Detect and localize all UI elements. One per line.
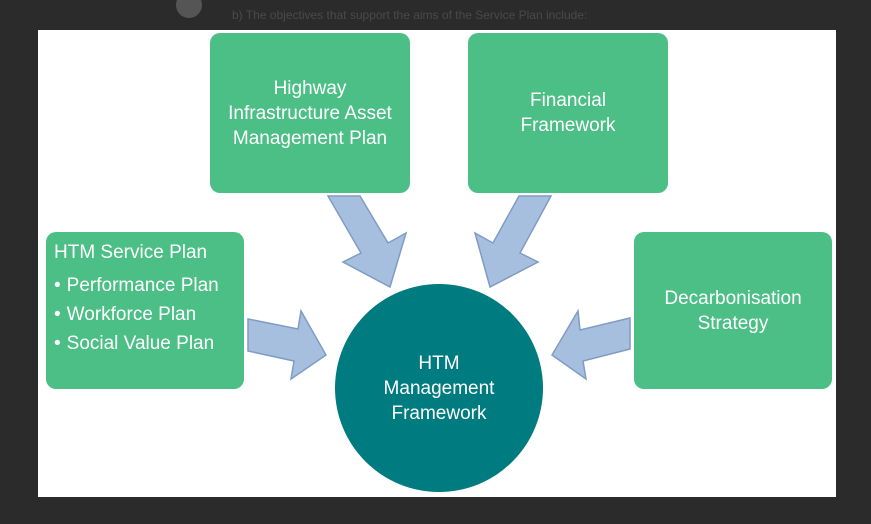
arrow-decarbonisation-to-center (551, 308, 631, 381)
asset-plan-line-2: Infrastructure Asset (228, 102, 392, 124)
center-line-3: Framework (391, 402, 487, 424)
financial-line-1: Financial (529, 90, 607, 111)
arrow-financial-to-center (473, 195, 553, 289)
asset-management-plan-box: Highway Infrastructure Asset Management … (210, 33, 410, 193)
center-line-1: HTM (418, 352, 460, 374)
service-plan-item-label: Social Value Plan (66, 333, 215, 354)
htm-management-framework-circle: HTM Management Framework (335, 284, 543, 492)
service-plan-item: Performance Plan (54, 271, 236, 300)
arrow-asset-to-center (326, 195, 408, 289)
service-plan-item-label: Workforce Plan (66, 304, 197, 325)
center-line-2: Management (383, 377, 495, 399)
service-plan-item: Workforce Plan (54, 300, 236, 329)
background-text: b) The objectives that support the aims … (232, 8, 588, 22)
financial-framework-box: Financial Framework (468, 33, 668, 193)
service-plan-item-label: Performance Plan (66, 275, 219, 296)
diagram-canvas: Highway Infrastructure Asset Management … (38, 30, 836, 497)
decarbonisation-strategy-box: Decarbonisation Strategy (634, 232, 832, 389)
service-plan-title: HTM Service Plan (54, 242, 208, 263)
background-avatar-icon (176, 0, 202, 18)
service-plan-item: Social Value Plan (54, 329, 236, 358)
arrow-serviceplan-to-center (247, 308, 327, 381)
decarbonisation-line-2: Strategy (697, 312, 769, 334)
htm-service-plan-box: HTM Service Plan Performance Plan Workfo… (46, 232, 244, 389)
arrows-layer (247, 195, 631, 381)
decarbonisation-line-1: Decarbonisation (664, 287, 802, 309)
asset-plan-line-3: Management Plan (232, 127, 388, 149)
financial-line-2: Framework (520, 115, 616, 136)
asset-plan-line-1: Highway (273, 77, 347, 99)
service-plan-list: Performance Plan Workforce Plan Social V… (54, 271, 236, 358)
